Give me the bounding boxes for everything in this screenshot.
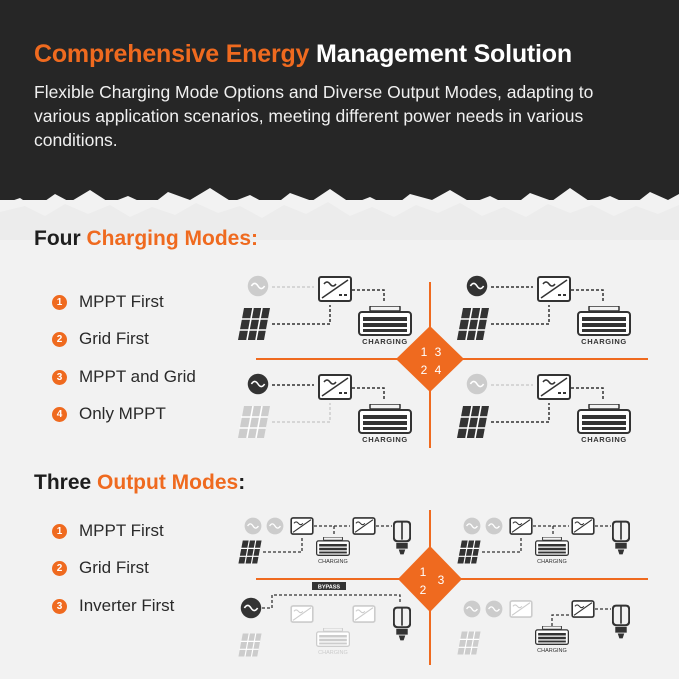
grid-icon xyxy=(247,373,269,395)
output-diagram-inverter-first-b: CHARGING xyxy=(456,600,630,656)
charging-section-title: Four Charging Modes: xyxy=(34,227,258,250)
grid-icon xyxy=(463,600,481,618)
grid-icon xyxy=(463,517,481,535)
battery-icon xyxy=(577,306,631,336)
grid-icon xyxy=(466,275,488,297)
output-diagram-inverter-first-a: CHARGING xyxy=(456,517,630,565)
grid-icon xyxy=(485,600,503,618)
grid-icon xyxy=(240,597,262,619)
inverter-icon xyxy=(537,374,571,400)
grid-icon xyxy=(466,373,488,395)
charging-label: CHARGING xyxy=(581,435,627,444)
page-title: Comprehensive Energy Management Solution xyxy=(34,40,572,68)
inverter-icon xyxy=(509,600,533,618)
quadrant-number: 2 xyxy=(421,363,428,377)
quadrant-number: 3 xyxy=(438,573,445,587)
quadrant-number: 4 xyxy=(435,363,442,377)
solar-panel-icon xyxy=(237,632,263,658)
battery-icon xyxy=(316,628,350,647)
output-quadrant-divider: 1 2 3 xyxy=(256,510,648,665)
charging-label: CHARGING xyxy=(537,559,567,565)
bypass-tag xyxy=(312,582,346,590)
solar-panel-icon xyxy=(237,539,263,565)
grid-icon xyxy=(485,517,503,535)
charging-label: CHARGING xyxy=(581,337,627,346)
charging-diagram-mppt-and-grid: CHARGING xyxy=(456,275,631,346)
charging-label: CHARGING xyxy=(537,648,567,654)
charging-label: CHARGING xyxy=(318,559,348,565)
mode-number-badge: 1 xyxy=(52,294,67,310)
solar-panel-icon xyxy=(456,539,482,565)
bypass-label: BYPASS xyxy=(318,585,341,591)
battery-icon xyxy=(358,404,412,434)
inverter-icon xyxy=(571,517,595,535)
inverter-icon xyxy=(537,276,571,302)
quadrant-number: 1 xyxy=(421,345,428,359)
output-diagram-mppt-first: CHARGING xyxy=(237,517,411,565)
solar-panel-icon xyxy=(456,630,482,656)
page-subtitle: Flexible Charging Mode Options and Diver… xyxy=(34,82,594,150)
inverter-icon xyxy=(352,605,376,623)
light-bulb-icon xyxy=(393,520,411,556)
battery-icon xyxy=(535,537,569,556)
grid-icon xyxy=(266,517,284,535)
charging-diagram-only-mppt: CHARGING xyxy=(456,373,631,444)
quadrant-number: 1 xyxy=(420,565,427,579)
solar-panel-icon xyxy=(456,405,490,439)
torn-paper-edge xyxy=(0,188,679,240)
output-section-title: Three Output Modes: xyxy=(34,471,246,494)
mode-number-badge: 1 xyxy=(52,523,67,539)
grid-icon xyxy=(247,275,269,297)
mode-number-badge: 3 xyxy=(52,369,67,385)
charging-diagram-mppt-first: CHARGING xyxy=(237,275,412,346)
inverter-icon xyxy=(318,276,352,302)
battery-icon xyxy=(577,404,631,434)
charging-diagram-grid-first: CHARGING xyxy=(237,373,412,444)
mode-number-badge: 4 xyxy=(52,406,67,422)
battery-icon xyxy=(316,537,350,556)
charging-label: CHARGING xyxy=(362,337,408,346)
charging-quadrant-divider: 1 2 3 4 xyxy=(256,282,648,448)
inverter-icon xyxy=(290,517,314,535)
solar-panel-icon xyxy=(456,307,490,341)
light-bulb-icon xyxy=(612,604,630,640)
quadrant-number: 3 xyxy=(435,345,442,359)
mode-number-badge: 2 xyxy=(52,331,67,347)
battery-icon xyxy=(535,626,569,645)
inverter-icon xyxy=(509,517,533,535)
mode-number-badge: 2 xyxy=(52,560,67,576)
charging-label: CHARGING xyxy=(362,435,408,444)
inverter-icon xyxy=(352,517,376,535)
battery-icon xyxy=(358,306,412,336)
mode-number-badge: 3 xyxy=(52,598,67,614)
light-bulb-icon xyxy=(612,520,630,556)
header-banner xyxy=(0,0,679,200)
inverter-icon xyxy=(571,600,595,618)
grid-icon xyxy=(244,517,262,535)
output-diagram-grid-first: BYPASS CHARGING xyxy=(237,582,411,658)
charging-label: CHARGING xyxy=(318,650,348,656)
solar-panel-icon xyxy=(237,307,271,341)
inverter-icon xyxy=(318,374,352,400)
quadrant-number: 2 xyxy=(420,583,427,597)
light-bulb-icon xyxy=(393,606,411,642)
solar-panel-icon xyxy=(237,405,271,439)
inverter-icon xyxy=(290,605,314,623)
